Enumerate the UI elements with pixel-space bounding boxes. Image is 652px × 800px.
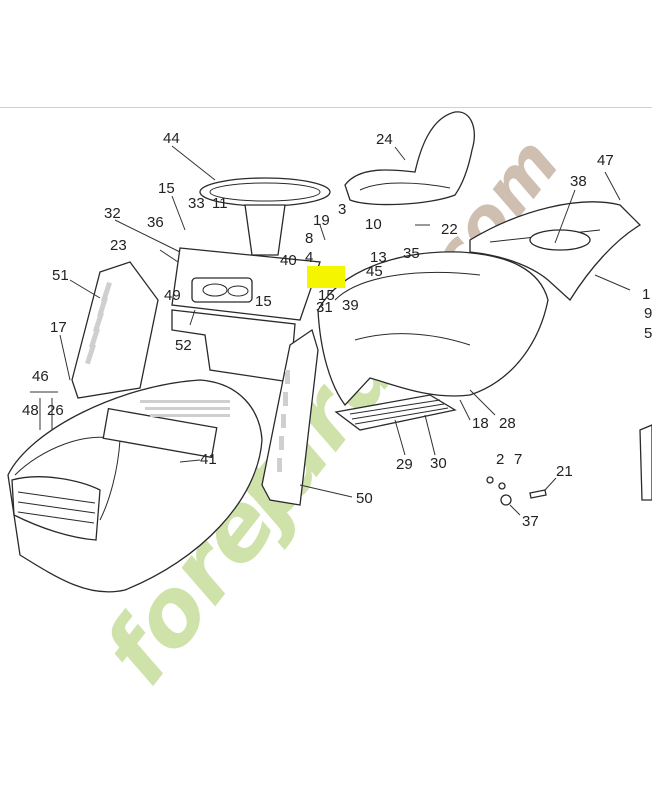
callout-label: 2 (496, 451, 504, 468)
callout-label: 45 (366, 263, 383, 280)
highlight-marker (307, 266, 345, 288)
callout-label: 39 (342, 297, 359, 314)
callout-label: 11 (212, 195, 228, 212)
callout-label: 9 (644, 305, 652, 322)
callout-label: 21 (556, 463, 573, 480)
callout-label: 1 (642, 286, 650, 303)
rear-fender-part (469, 201, 642, 302)
callout-label: 52 (175, 337, 192, 354)
callout-label: 5 (644, 325, 652, 342)
callout-label: 40 (280, 252, 297, 269)
body-shell-part (317, 251, 549, 407)
callout-label: 26 (47, 402, 64, 419)
callout-label: 49 (164, 287, 181, 304)
callout-label: 4 (305, 249, 313, 266)
callout-label: 32 (104, 205, 121, 222)
callout-label: 15 (318, 287, 335, 304)
callout-label: 48 (22, 402, 39, 419)
callout-label: 35 (403, 245, 420, 262)
seat-part (344, 111, 475, 206)
left-side-panel-part (71, 261, 159, 399)
parts-layer (7, 111, 652, 593)
callout-label: 37 (522, 513, 539, 530)
steering-column-part (244, 204, 286, 256)
callout-label: 30 (430, 455, 447, 472)
cropped-part (639, 424, 652, 501)
callout-label: 19 (313, 212, 330, 229)
callout-label: 50 (356, 490, 373, 507)
callout-label: 41 (200, 451, 217, 468)
callout-label: 8 (305, 230, 313, 247)
callout-label: 15 (158, 180, 175, 197)
callout-label: 15 (255, 293, 272, 310)
callout-label: 18 (472, 415, 489, 432)
callout-label: 24 (376, 131, 393, 148)
callout-label: 10 (365, 216, 382, 233)
callout-label: 38 (570, 173, 587, 190)
callout-label: 17 (50, 319, 67, 336)
top-divider (0, 107, 652, 108)
callout-label: 7 (514, 451, 522, 468)
bolt-part (486, 476, 494, 484)
callout-label: 3 (338, 201, 346, 218)
callout-label: 23 (110, 237, 127, 254)
callout-label: 33 (188, 195, 205, 212)
callout-label: 31 (316, 299, 333, 316)
callout-label: 51 (52, 267, 69, 284)
callout-label: 47 (597, 152, 614, 169)
callout-label: 22 (441, 221, 458, 238)
callout-label: 28 (499, 415, 516, 432)
right-side-panel-part (261, 328, 319, 506)
callout-label: 36 (147, 214, 164, 231)
lower-panel-part (171, 309, 296, 383)
footboard-part (334, 394, 457, 431)
leader-lines (30, 145, 631, 516)
callout-label: 46 (32, 368, 49, 385)
callout-label: 29 (396, 456, 413, 473)
callout-labels: 44 24 47 38 15 33 11 32 36 19 3 10 22 8 … (22, 130, 652, 530)
callout-label: 13 (370, 249, 387, 266)
callout-label: 44 (163, 130, 180, 147)
